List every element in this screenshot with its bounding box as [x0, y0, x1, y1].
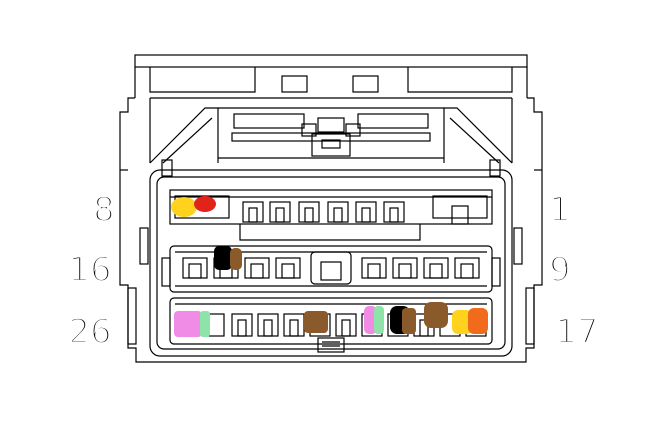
- pin-label-17: 17: [555, 312, 598, 352]
- pin-label-1: 1: [549, 190, 571, 230]
- pin-label-16: 16: [68, 250, 111, 290]
- pin-label-9: 9: [549, 250, 571, 290]
- pin-row-1: [169, 189, 493, 241]
- wire-marker-row3-5: [304, 311, 328, 333]
- row1-terminals: [242, 201, 405, 223]
- wire-marker-row2-5: [230, 248, 242, 270]
- pin-number-labels: 8 1 16 9 26 17: [67, 189, 600, 353]
- wire-color-markers: [171, 196, 488, 337]
- pin-label-8: 8: [93, 190, 115, 230]
- pin-label-26: 26: [68, 312, 111, 352]
- wire-marker-row3-1: [174, 311, 202, 337]
- wire-marker-row3-12: [452, 310, 472, 334]
- wire-marker-row2-4: [214, 246, 232, 270]
- wire-marker-row1-2: [194, 196, 216, 212]
- wire-marker-row3-8: [374, 306, 384, 334]
- wire-marker-row3-7: [364, 306, 377, 334]
- wire-marker-row3-13: [468, 308, 488, 334]
- pin-row-2: [169, 245, 493, 293]
- row2-terminals: [182, 251, 480, 285]
- wire-marker-row3-11: [424, 302, 448, 328]
- wire-marker-row3-2: [200, 311, 210, 337]
- wire-marker-row1-1: [171, 197, 197, 217]
- wire-marker-row3-10: [402, 308, 416, 334]
- connector-housing: [119, 54, 543, 363]
